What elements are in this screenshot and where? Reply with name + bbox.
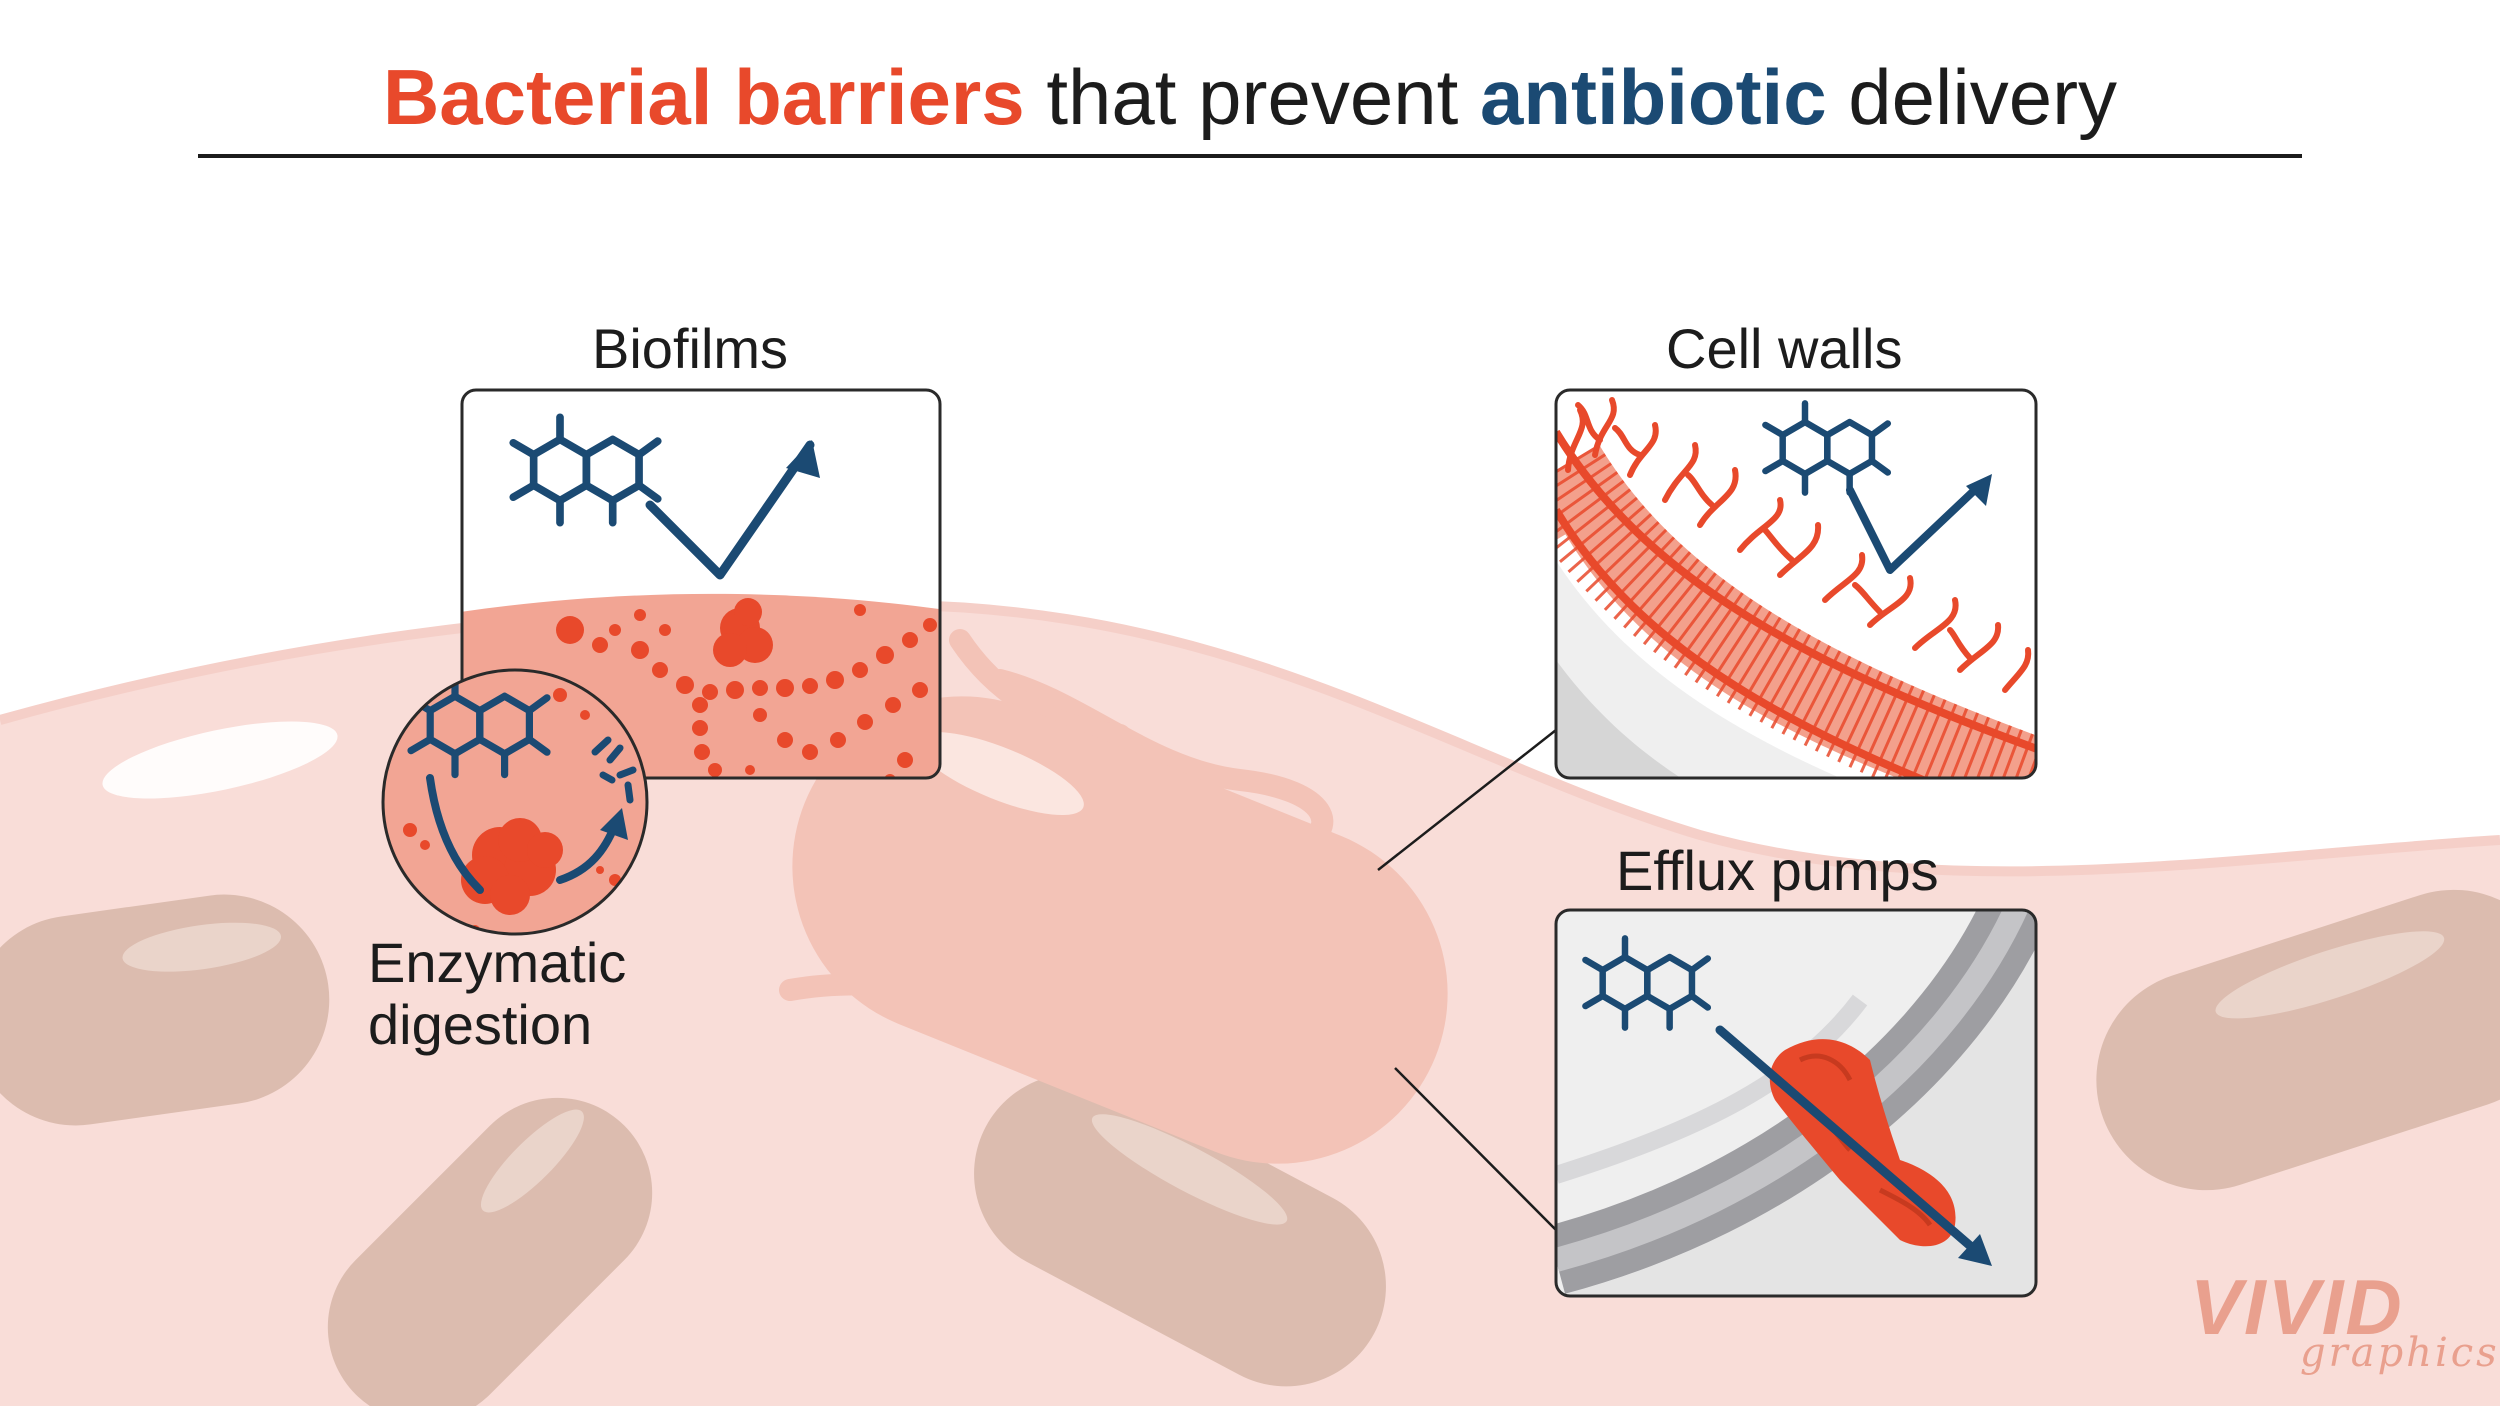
- logo-sub-text: graphics: [2300, 1330, 2500, 1376]
- background-bacteria: [0, 721, 2500, 1406]
- central-bacterium: [779, 629, 1448, 1164]
- efflux-pumps-panel: [1554, 908, 2038, 1298]
- efflux-pumps-label: Efflux pumps: [1616, 839, 1939, 902]
- title-text-end: delivery: [1826, 53, 2118, 141]
- enzymatic-circle: [381, 668, 649, 936]
- logo-main-text: VIVID: [2190, 1263, 2404, 1351]
- enzymatic-label-line2: digestion: [368, 993, 593, 1056]
- cell-walls-label: Cell walls: [1666, 317, 1903, 380]
- page-title: Bacterial barriers that prevent antibiot…: [0, 52, 2500, 143]
- title-text-middle: that prevent: [1024, 53, 1480, 141]
- title-divider: [198, 154, 2302, 158]
- title-highlight-antibiotic: antibiotic: [1479, 53, 1827, 141]
- cell-walls-panel: [1554, 388, 2038, 780]
- vivid-graphics-logo: VIVID graphics: [2190, 1262, 2497, 1382]
- biofilms-label: Biofilms: [592, 317, 789, 380]
- enzymatic-label-line1: Enzymatic: [368, 931, 627, 994]
- title-highlight-barriers: Bacterial barriers: [382, 53, 1025, 141]
